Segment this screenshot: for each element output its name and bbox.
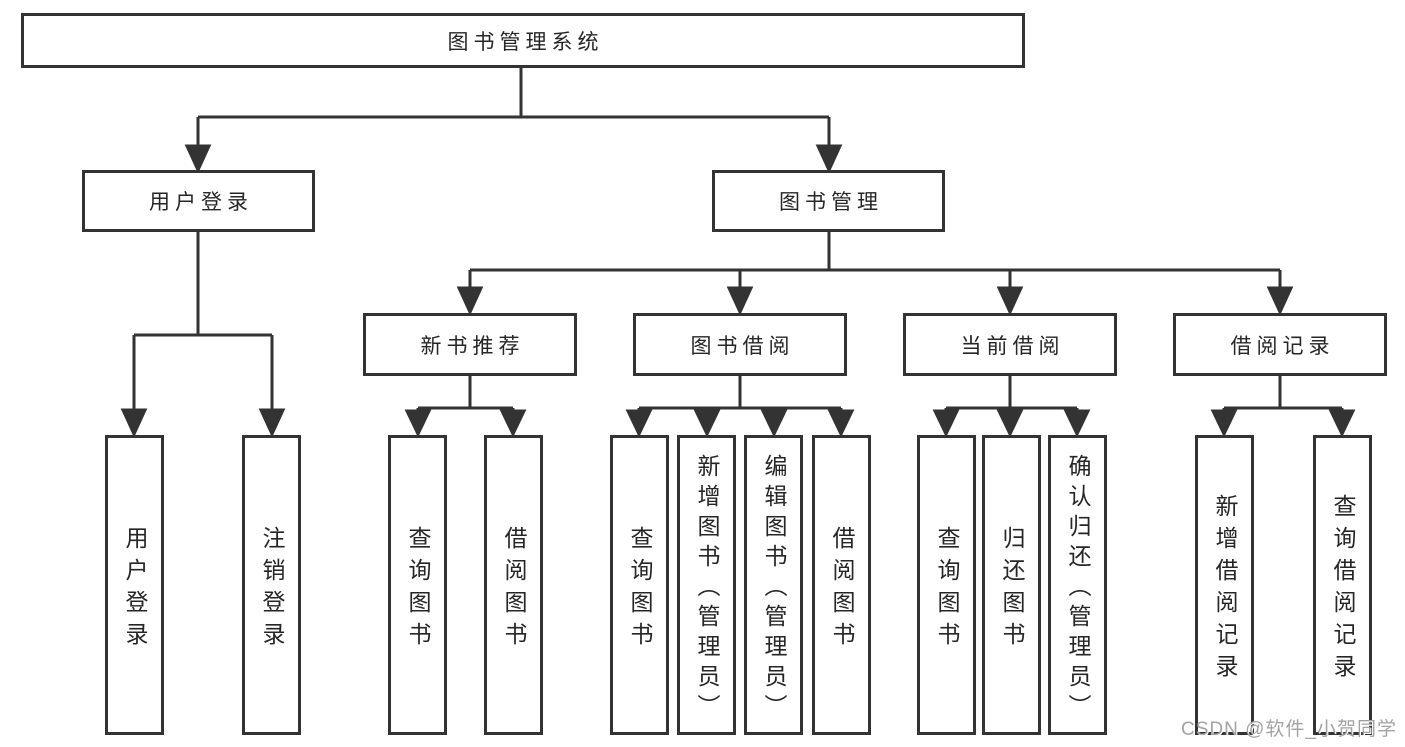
leaf-query-books-current: 查询图书 <box>917 435 976 735</box>
leaf-add-books-admin: 新增图书（管理员） <box>677 435 736 735</box>
node-label: 借阅图书 <box>501 525 527 654</box>
node-label: 归还图书 <box>999 525 1025 654</box>
leaf-borrow-books-recommend: 借阅图书 <box>484 435 543 735</box>
node-current-borrowing: 当前借阅 <box>903 313 1117 376</box>
node-label: 用户登录 <box>149 191 253 214</box>
connector-currentborrow-to-leaves <box>932 376 1091 438</box>
leaf-query-books-borrow: 查询图书 <box>610 435 669 735</box>
node-label: 新书推荐 <box>420 334 525 358</box>
leaf-borrow-books: 借阅图书 <box>812 435 871 735</box>
connector-newbook-to-leaves <box>404 376 527 438</box>
leaf-return-books: 归还图书 <box>982 435 1041 735</box>
node-label: 查询图书 <box>627 525 653 654</box>
connector-login-to-leaves <box>120 232 286 438</box>
leaf-add-borrow-record: 新增借阅记录 <box>1195 435 1254 735</box>
node-label: 查询图书 <box>934 525 960 654</box>
node-label: 用户登录 <box>122 525 148 654</box>
leaf-confirm-return-admin: 确认归还（管理员） <box>1048 435 1107 735</box>
connector-root-to-level1 <box>184 68 843 174</box>
node-label: 编辑图书（管理员） <box>761 453 787 724</box>
node-user-login: 用户登录 <box>82 170 315 232</box>
node-borrowing-records: 借阅记录 <box>1173 313 1387 376</box>
node-label: 当前借阅 <box>960 334 1065 358</box>
leaf-query-books-recommend: 查询图书 <box>388 435 447 735</box>
leaf-user-login: 用户登录 <box>105 435 164 735</box>
connector-bookborrow-to-leaves <box>625 376 855 438</box>
node-label: 图书借阅 <box>690 334 795 358</box>
leaf-logout: 注销登录 <box>242 435 301 735</box>
csdn-watermark: CSDN @软件_小贺同学 <box>1181 719 1397 740</box>
node-book-borrowing: 图书借阅 <box>633 313 847 376</box>
node-label: 图书管理 <box>779 191 883 214</box>
node-label: 新增图书（管理员） <box>694 453 720 724</box>
node-label: 图书管理系统 <box>447 30 604 54</box>
node-label: 查询图书 <box>405 525 431 654</box>
node-label: 借阅记录 <box>1230 334 1335 358</box>
leaf-edit-books-admin: 编辑图书（管理员） <box>744 435 803 735</box>
leaf-query-borrow-record: 查询借阅记录 <box>1313 435 1372 735</box>
node-label: 新增借阅记录 <box>1212 493 1238 686</box>
connector-records-to-leaves <box>1210 376 1356 438</box>
connector-bookmgmt-to-level2 <box>456 232 1294 316</box>
node-label: 借阅图书 <box>829 525 855 654</box>
node-new-book-recommendation: 新书推荐 <box>363 313 577 376</box>
node-book-management: 图书管理 <box>712 170 945 232</box>
node-label: 查询借阅记录 <box>1330 493 1356 686</box>
node-library-management-system: 图书管理系统 <box>21 13 1025 68</box>
node-label: 确认归还（管理员） <box>1065 453 1091 724</box>
node-label: 注销登录 <box>259 525 285 654</box>
